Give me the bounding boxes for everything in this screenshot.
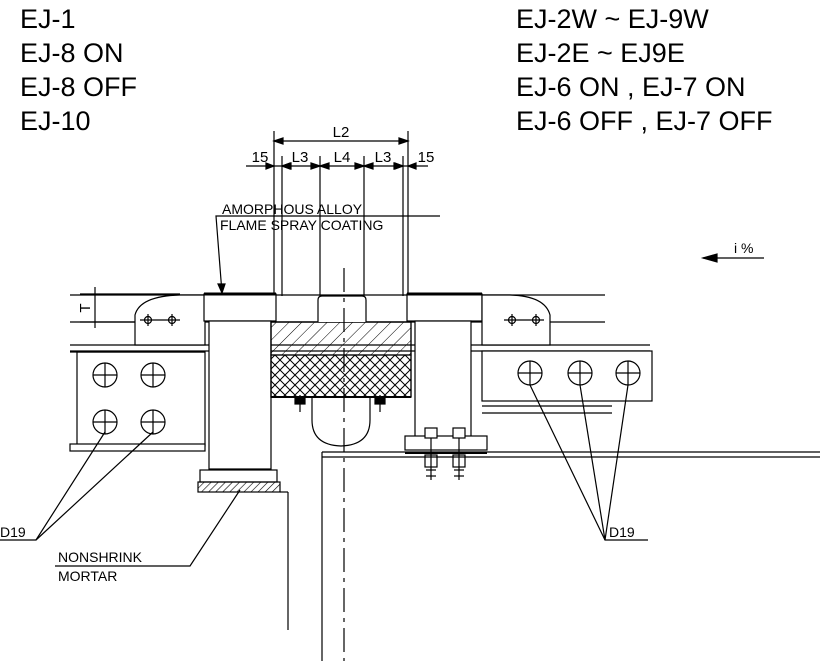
dim-thickness: T — [77, 303, 94, 312]
joint-label: EJ-2E ~ EJ9E — [516, 38, 685, 68]
dim-edge-left: 15 — [252, 149, 269, 166]
coating-label-line1: AMORPHOUS ALLOY — [222, 201, 363, 217]
right-plate-assembly — [404, 292, 653, 480]
coating-leader — [215, 215, 440, 294]
joint-label: EJ-6 ON , EJ-7 ON — [516, 72, 746, 102]
joint-type-list-left: EJ-1 EJ-8 ON EJ-8 OFF EJ-10 — [20, 2, 137, 138]
center-seal — [270, 295, 412, 447]
dim-l2: L2 — [333, 124, 350, 141]
dim-l3-right: L3 — [375, 149, 392, 166]
coating-label-line2: FLAME SPRAY COATING — [220, 217, 383, 233]
d19-label-left: D19 — [0, 524, 26, 540]
joint-label: EJ-10 — [20, 106, 91, 136]
dim-edge-right: 15 — [418, 149, 435, 166]
joint-type-list-right: EJ-2W ~ EJ-9W EJ-2E ~ EJ9E EJ-6 ON , EJ-… — [516, 2, 773, 138]
dimension-lines — [80, 131, 428, 328]
mortar-label-line2: MORTAR — [58, 568, 117, 584]
dim-l4: L4 — [334, 149, 351, 166]
d19-label-right: D19 — [609, 524, 635, 540]
left-plate-assembly — [69, 292, 289, 630]
joint-label: EJ-8 OFF — [20, 72, 138, 102]
mortar-leader — [55, 489, 241, 567]
joint-label: EJ-8 ON — [20, 38, 124, 68]
mortar-label-line1: NONSHRINK — [58, 549, 143, 565]
joint-label: EJ-6 OFF , EJ-7 OFF — [516, 106, 773, 136]
slope-label: i % — [734, 240, 753, 256]
joint-label: EJ-2W ~ EJ-9W — [516, 4, 709, 34]
left-anchor-bolts — [92, 362, 166, 435]
dim-l3-left: L3 — [292, 149, 309, 166]
d19-leaders — [0, 384, 648, 541]
joint-label: EJ-1 — [20, 4, 76, 34]
